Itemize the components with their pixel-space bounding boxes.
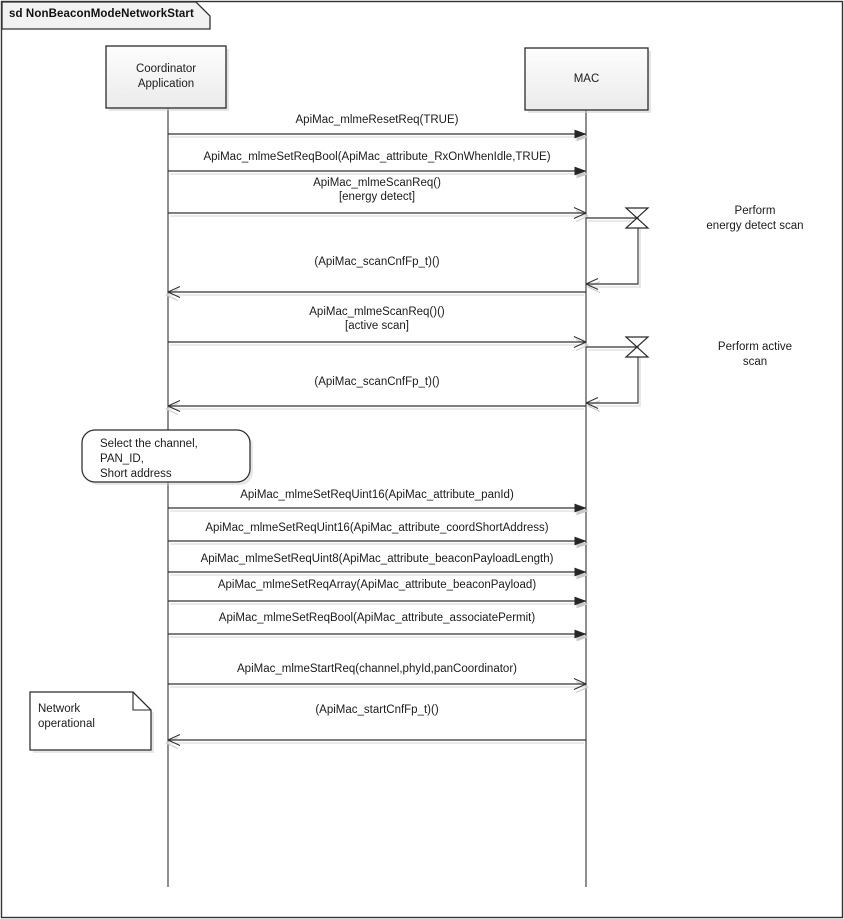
self-message-active-scan xyxy=(586,346,641,406)
message-label-4: ApiMac_mlmeScanReq()() [active scan] xyxy=(309,306,445,332)
message-9 xyxy=(168,596,589,609)
lifelines-layer xyxy=(167,108,587,887)
hourglass-active-scan-icon xyxy=(624,336,650,358)
message-label-5: (ApiMac_scanCnfFp_t)() xyxy=(314,376,440,388)
message-12 xyxy=(166,740,586,743)
lifeline-label-mac: MAC xyxy=(573,72,600,85)
hourglass-energy-detect-icon xyxy=(624,207,650,229)
message-label-12: (ApiMac_startCnfFp_t)() xyxy=(315,704,439,716)
message-label-3: (ApiMac_scanCnfFp_t)() xyxy=(314,256,440,268)
message-1 xyxy=(168,166,589,179)
frame-title-label: sd NonBeaconModeNetworkStart xyxy=(9,8,194,20)
message-6 xyxy=(168,503,589,516)
message-10 xyxy=(168,629,589,642)
lifeline-heads-layer xyxy=(105,45,651,113)
message-label-1: ApiMac_mlmeSetReqBool(ApiMac_attribute_R… xyxy=(203,151,551,163)
lifeline-label-coordinator: Coordinator Application xyxy=(135,63,197,90)
self-message-energy-detect-scan xyxy=(586,217,641,287)
lifeline-head-coordinator[interactable] xyxy=(105,45,229,111)
message-label-0: ApiMac_mlmeResetReq(TRUE) xyxy=(295,114,459,126)
notes-layer xyxy=(29,429,253,753)
message-0 xyxy=(168,129,589,142)
message-label-9: ApiMac_mlmeSetReqArray(ApiMac_attribute_… xyxy=(217,579,537,591)
message-5 xyxy=(166,406,586,409)
network-operational-note xyxy=(29,691,154,753)
self-messages-layer xyxy=(586,207,650,406)
message-8 xyxy=(168,567,589,580)
message-label-6: ApiMac_mlmeSetReqUint16(ApiMac_attribute… xyxy=(240,489,514,501)
network-operational-note-text: Network operational xyxy=(38,703,95,730)
self-message-label-active-scan: Perform active scan xyxy=(717,341,793,368)
message-label-10: ApiMac_mlmeSetReqBool(ApiMac_attribute_a… xyxy=(218,612,536,624)
select-channel-note-text: Select the channel, PAN_ID, Short addres… xyxy=(100,438,198,480)
message-label-7: ApiMac_mlmeSetReqUint16(ApiMac_attribute… xyxy=(205,522,549,534)
message-label-8: ApiMac_mlmeSetReqUint8(ApiMac_attribute_… xyxy=(200,553,554,565)
lifeline-head-mac[interactable] xyxy=(524,47,651,113)
message-2 xyxy=(168,213,588,216)
self-message-label-energy-detect-scan: Perform energy detect scan xyxy=(706,205,804,232)
message-label-11: ApiMac_mlmeStartReq(channel,phyId,panCoo… xyxy=(237,663,517,675)
message-3 xyxy=(166,292,586,295)
message-label-2: ApiMac_mlmeScanReq() [energy detect] xyxy=(313,177,441,203)
frame-title-tab xyxy=(1,1,211,30)
messages-layer xyxy=(166,129,589,743)
message-11 xyxy=(168,684,588,687)
message-4 xyxy=(168,342,588,345)
message-7 xyxy=(168,536,589,549)
select-channel-note xyxy=(81,429,253,485)
